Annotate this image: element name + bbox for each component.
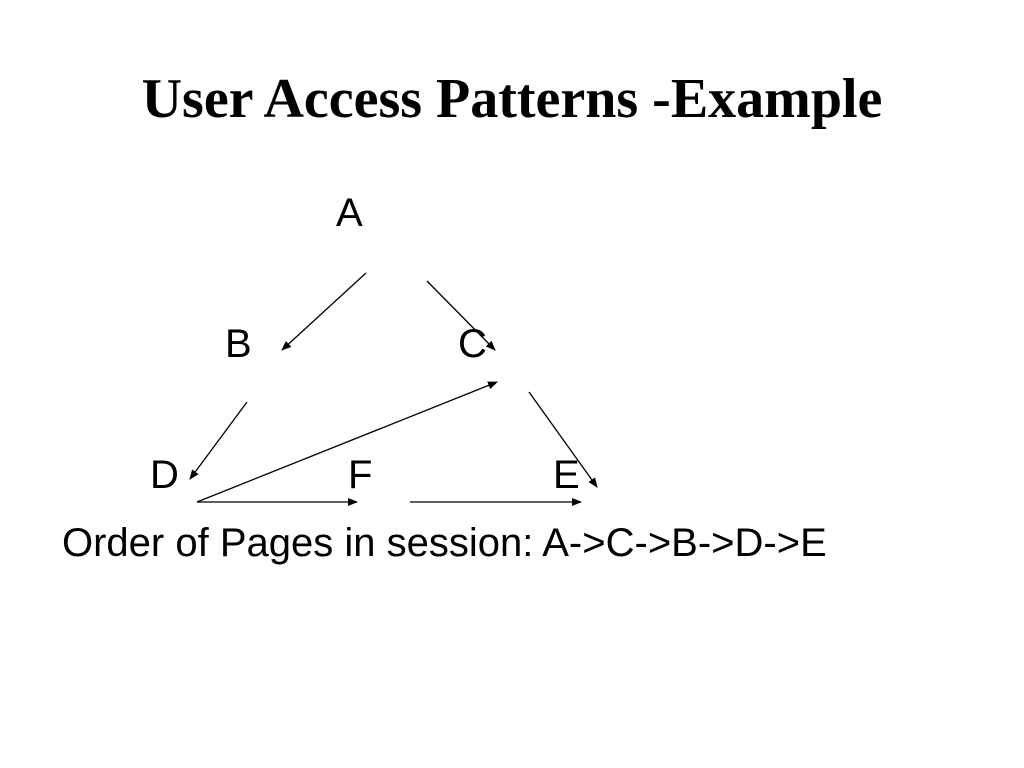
slide-title: User Access Patterns -Example [141, 68, 883, 130]
node-b: B [225, 322, 252, 366]
session-order-caption: Order of Pages in session: A->C->B->D->E [62, 521, 827, 565]
node-f: F [348, 453, 373, 497]
node-e: E [553, 453, 580, 497]
edge-c-e [528, 391, 598, 488]
edge-b-d [189, 401, 248, 480]
node-a: A [336, 191, 363, 235]
node-c: C [458, 322, 487, 366]
node-d: D [150, 453, 179, 497]
edge-a-b [281, 272, 367, 351]
edge-a-c [426, 280, 496, 351]
edge-d-c [196, 381, 498, 503]
